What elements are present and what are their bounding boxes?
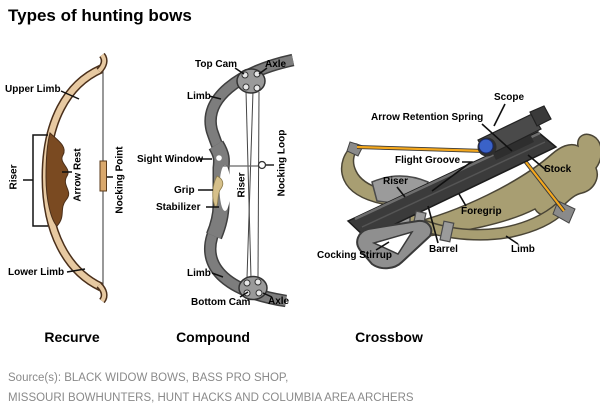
crossbow-scope-lens (478, 138, 494, 154)
source-line-2: MISSOURI BOWHUNTERS, HUNT HACKS AND COLU… (8, 392, 414, 404)
caption-compound: Compound (176, 329, 250, 345)
crossbow-foregrip-label: Foregrip (461, 206, 502, 217)
riser-bracket (23, 134, 48, 227)
compound-upper-limb-label: Limb (187, 91, 211, 102)
crossbow-arrow-retention-spring-label: Arrow Retention Spring (371, 112, 484, 123)
compound-nocking-loop (257, 160, 267, 170)
compound-strings (257, 91, 260, 278)
source-attribution: Source(s): BLACK WIDOW BOWS, BASS PRO SH… (8, 368, 414, 408)
crossbow-cocking-stirrup-label: Cocking Stirrup (317, 250, 393, 261)
compound-axle-bottom-label: Axle (268, 296, 290, 307)
compound-grip (212, 175, 224, 209)
crossbow-scope-label: Scope (494, 92, 525, 103)
crossbow-stock-label: Stock (544, 164, 572, 175)
recurve-riser (45, 132, 70, 227)
source-line-1: Source(s): BLACK WIDOW BOWS, BASS PRO SH… (8, 372, 289, 384)
crossbow-flight-groove (361, 141, 546, 228)
page-title: Types of hunting bows (8, 6, 192, 25)
compound-sight-window (216, 155, 222, 161)
compound-riser-label: Riser (236, 172, 248, 198)
crossbow-barrel-label: Barrel (429, 244, 458, 255)
recurve-nocking-point-label: Nocking Point (114, 146, 126, 214)
compound-bottom-cam-label: Bottom Cam (191, 297, 251, 308)
recurve-nocking-point (99, 160, 107, 192)
recurve-bow-drawing (23, 52, 113, 304)
caption-recurve: Recurve (44, 329, 100, 345)
crossbow-riser-label: Riser (383, 176, 409, 187)
compound-riser-cutout (219, 165, 231, 211)
recurve-upper-limb-label: Upper Limb (5, 84, 61, 95)
compound-grip-label: Grip (174, 185, 195, 196)
recurve-arrow-rest-label: Arrow Rest (72, 148, 84, 202)
caption-crossbow: Crossbow (355, 329, 423, 345)
recurve-lower-limb-label: Lower Limb (8, 267, 65, 278)
crossbow-drawing (340, 103, 600, 270)
crossbow-limb-label: Limb (511, 244, 535, 255)
recurve-riser-label: Riser (8, 164, 20, 190)
crossbow-flight-groove-label: Flight Groove (395, 155, 460, 166)
compound-sight-window-label: Sight Window (137, 154, 204, 165)
compound-bow-drawing (198, 53, 295, 308)
compound-stabilizer-label: Stabilizer (156, 202, 201, 213)
compound-nocking-loop-label: Nocking Loop (276, 129, 288, 197)
compound-lower-limb-label: Limb (187, 268, 211, 279)
compound-top-cam-label: Top Cam (195, 59, 238, 70)
compound-axle-top-label: Axle (265, 59, 287, 70)
